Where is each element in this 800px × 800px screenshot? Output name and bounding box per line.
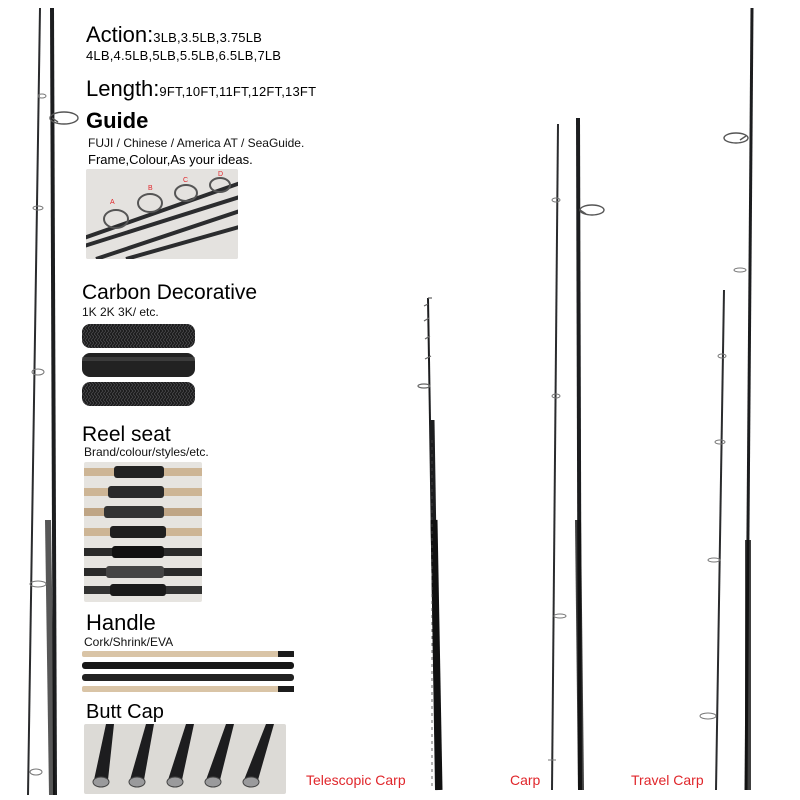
- action-row: Action:3LB,3.5LB,3.75LB: [86, 24, 262, 46]
- handle-title: Handle: [86, 610, 156, 635]
- telescopic-rod: [417, 297, 443, 791]
- reel-seat-photo: [84, 462, 202, 602]
- reel-seat-note: Brand/colour/styles/etc.: [84, 445, 209, 459]
- reel-seat-title: Reel seat: [82, 423, 171, 446]
- length-row: Length:9FT,10FT,11FT,12FT,13FT: [86, 78, 316, 100]
- guide-title: Guide: [86, 108, 149, 133]
- handle-types: Cork/Shrink/EVA: [84, 635, 174, 649]
- caption-telescopic-carp: Telescopic Carp: [306, 772, 406, 788]
- guide-marker-a: A: [110, 199, 115, 206]
- caption-carp: Carp: [510, 772, 541, 788]
- carbon-types: 1K 2K 3K/ etc.: [82, 305, 159, 319]
- carbon-photo: [82, 322, 195, 407]
- action-label: Action:: [86, 22, 154, 47]
- guide-marker-b: B: [148, 185, 153, 192]
- length-label: Length:: [86, 76, 160, 101]
- guide-marker-d: D: [218, 171, 224, 178]
- handle-photo: [82, 650, 294, 694]
- guide-brands: FUJI / Chinese / America AT / SeaGuide.: [88, 136, 305, 150]
- left-rod: [27, 7, 79, 796]
- action-values-line1: 3LB,3.5LB,3.75LB: [153, 30, 262, 45]
- length-values: 9FT,10FT,11FT,12FT,13FT: [159, 84, 317, 99]
- caption-travel-carp: Travel Carp: [631, 772, 704, 788]
- butt-cap-title: Butt Cap: [86, 701, 164, 723]
- guide-photo: A B C D: [86, 169, 238, 259]
- carbon-title: Carbon Decorative: [82, 281, 258, 304]
- travel-carp-rod: [699, 7, 754, 791]
- guide-note: Frame,Colour,As your ideas.: [88, 152, 253, 167]
- carp-rod: [548, 117, 605, 791]
- butt-cap-photo: [84, 724, 286, 794]
- guide-marker-c: C: [183, 177, 189, 184]
- action-values-line2: 4LB,4.5LB,5LB,5.5LB,6.5LB,7LB: [86, 48, 282, 63]
